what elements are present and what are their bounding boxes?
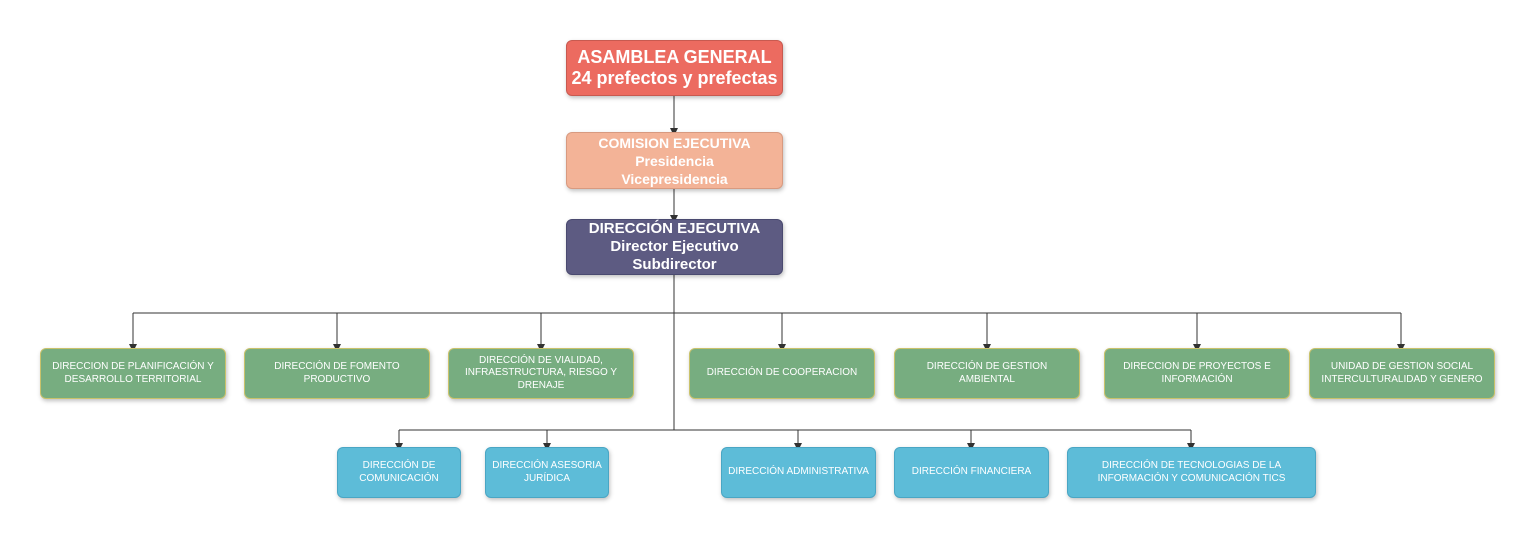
comision-ejecutiva-box: COMISION EJECUTIVA Presidencia Vicepresi… [566, 132, 783, 189]
unit-label: DIRECCIÓN DE VIALIDAD, INFRAESTRUCTURA, … [464, 354, 618, 391]
unit-label: DIRECCIÓN DE COOPERACION [706, 367, 858, 379]
unit-box-cooperacion: DIRECCIÓN DE COOPERACION [689, 348, 875, 399]
unit-label: DIRECCIÓN FINANCIERA [911, 466, 1032, 478]
unit-label: DIRECCIÓN DE GESTION AMBIENTAL [926, 361, 1048, 385]
comision-line-presidencia: Presidencia [635, 152, 714, 169]
unit-label: DIRECCIÓN DE FOMENTO PRODUCTIVO [274, 361, 400, 385]
asamblea-subtitle: 24 prefectos y prefectas [571, 68, 778, 88]
unit-box-financiera: DIRECCIÓN FINANCIERA [894, 447, 1049, 498]
unit-label: DIRECCIÓN ASESORIA JURÍDICA [492, 460, 602, 484]
unit-label: DIRECCION DE PROYECTOS E INFORMACIÓN [1123, 361, 1271, 385]
direccion-line-subdirector: Subdirector [632, 256, 717, 273]
direccion-ejecutiva-box: DIRECCIÓN EJECUTIVA Director Ejecutivo S… [566, 219, 783, 275]
unit-box-planificacion: DIRECCION DE PLANIFICACIÓN Y DESARROLLO … [40, 348, 226, 399]
unit-label: DIRECCIÓN DE COMUNICACIÓN [359, 460, 439, 484]
unit-box-vialidad: DIRECCIÓN DE VIALIDAD, INFRAESTRUCTURA, … [448, 348, 634, 399]
unit-box-administrativa: DIRECCIÓN ADMINISTRATIVA [721, 447, 876, 498]
unit-box-comunicacion: DIRECCIÓN DE COMUNICACIÓN [337, 447, 461, 498]
direccion-title: DIRECCIÓN EJECUTIVA [588, 220, 761, 237]
unit-box-tics: DIRECCIÓN DE TECNOLOGIAS DE LA INFORMACI… [1067, 447, 1316, 498]
comision-title: COMISION EJECUTIVA [598, 134, 751, 151]
direccion-line-director: Director Ejecutivo [610, 238, 739, 255]
unit-box-gestion-ambiental: DIRECCIÓN DE GESTION AMBIENTAL [894, 348, 1080, 399]
asamblea-title: ASAMBLEA GENERAL [577, 47, 772, 67]
unit-box-proyectos: DIRECCION DE PROYECTOS E INFORMACIÓN [1104, 348, 1290, 399]
unit-box-asesoria-juridica: DIRECCIÓN ASESORIA JURÍDICA [485, 447, 609, 498]
asamblea-general-box: ASAMBLEA GENERAL 24 prefectos y prefecta… [566, 40, 783, 96]
unit-label: DIRECCIÓN DE TECNOLOGIAS DE LA INFORMACI… [1097, 460, 1286, 484]
unit-box-fomento-productivo: DIRECCIÓN DE FOMENTO PRODUCTIVO [244, 348, 430, 399]
unit-label: UNIDAD DE GESTION SOCIAL INTERCULTURALID… [1321, 361, 1483, 385]
comision-line-vicepresidencia: Vicepresidencia [621, 170, 728, 187]
unit-label: DIRECCIÓN ADMINISTRATIVA [728, 466, 869, 478]
unit-label: DIRECCION DE PLANIFICACIÓN Y DESARROLLO … [52, 361, 214, 385]
unit-box-gestion-social: UNIDAD DE GESTION SOCIAL INTERCULTURALID… [1309, 348, 1495, 399]
